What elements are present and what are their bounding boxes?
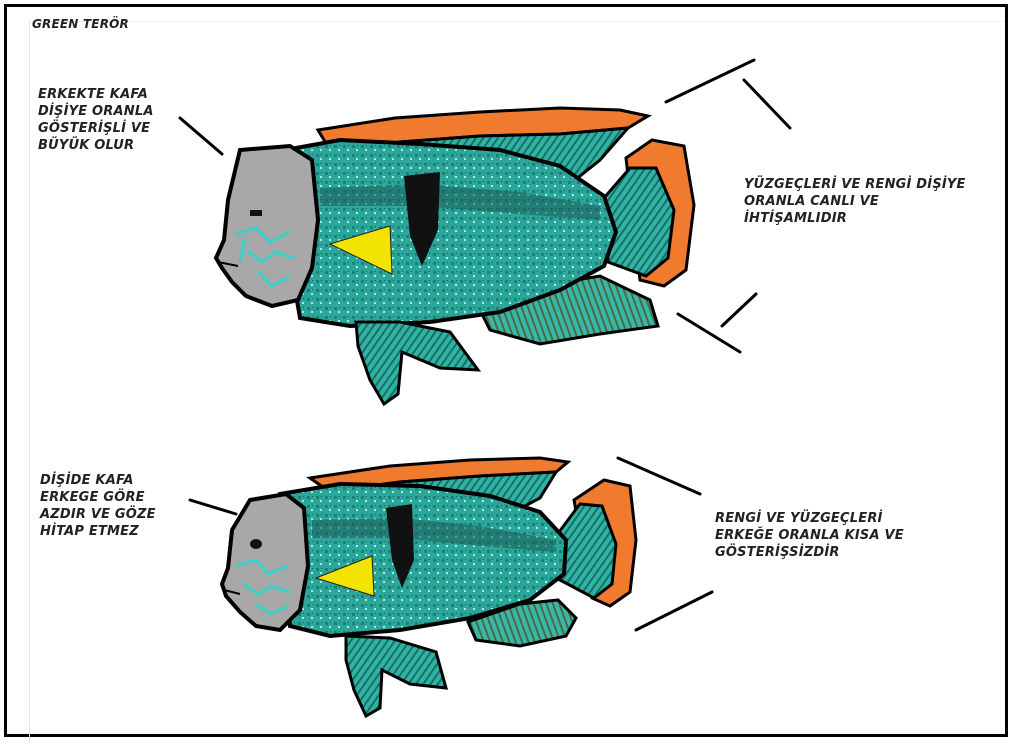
female-tail-pointer [636, 592, 712, 630]
male-fish [216, 108, 694, 404]
female-pelvic-fin [346, 636, 446, 716]
female-head-pointer [190, 500, 236, 514]
female-eye [250, 539, 262, 549]
male-tail-pointer-top [744, 80, 790, 128]
male-pelvic-fin [356, 322, 478, 404]
male-head-pointer [180, 118, 222, 154]
male-tail-pointer-bottom [722, 294, 756, 326]
male-dorsal-pointer [666, 60, 754, 102]
female-fish [222, 458, 636, 716]
male-eye [250, 210, 262, 216]
